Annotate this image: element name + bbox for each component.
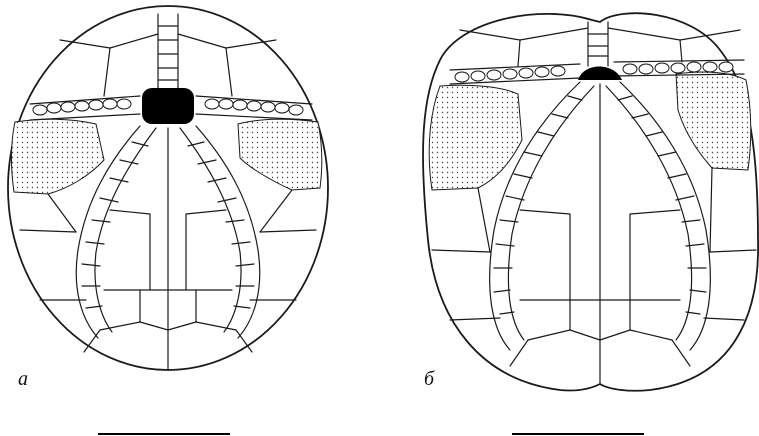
shaded-area-right-b xyxy=(676,72,751,170)
peristome xyxy=(142,88,194,124)
panel-label-b: б xyxy=(424,368,434,391)
petal-anterior-b xyxy=(588,22,608,66)
peristome-b xyxy=(578,67,622,81)
pore-row-right xyxy=(205,99,303,115)
shaded-area-left-b xyxy=(429,85,522,190)
panel-a-drawing xyxy=(8,6,328,370)
petal-anterior xyxy=(158,14,178,88)
plate-sutures-a xyxy=(20,34,316,370)
shaded-area-left xyxy=(11,119,104,194)
panel-label-a: а xyxy=(18,368,28,391)
panel-b-drawing xyxy=(423,13,758,391)
pore-row-left xyxy=(33,99,131,115)
shaded-area-right xyxy=(238,119,322,190)
